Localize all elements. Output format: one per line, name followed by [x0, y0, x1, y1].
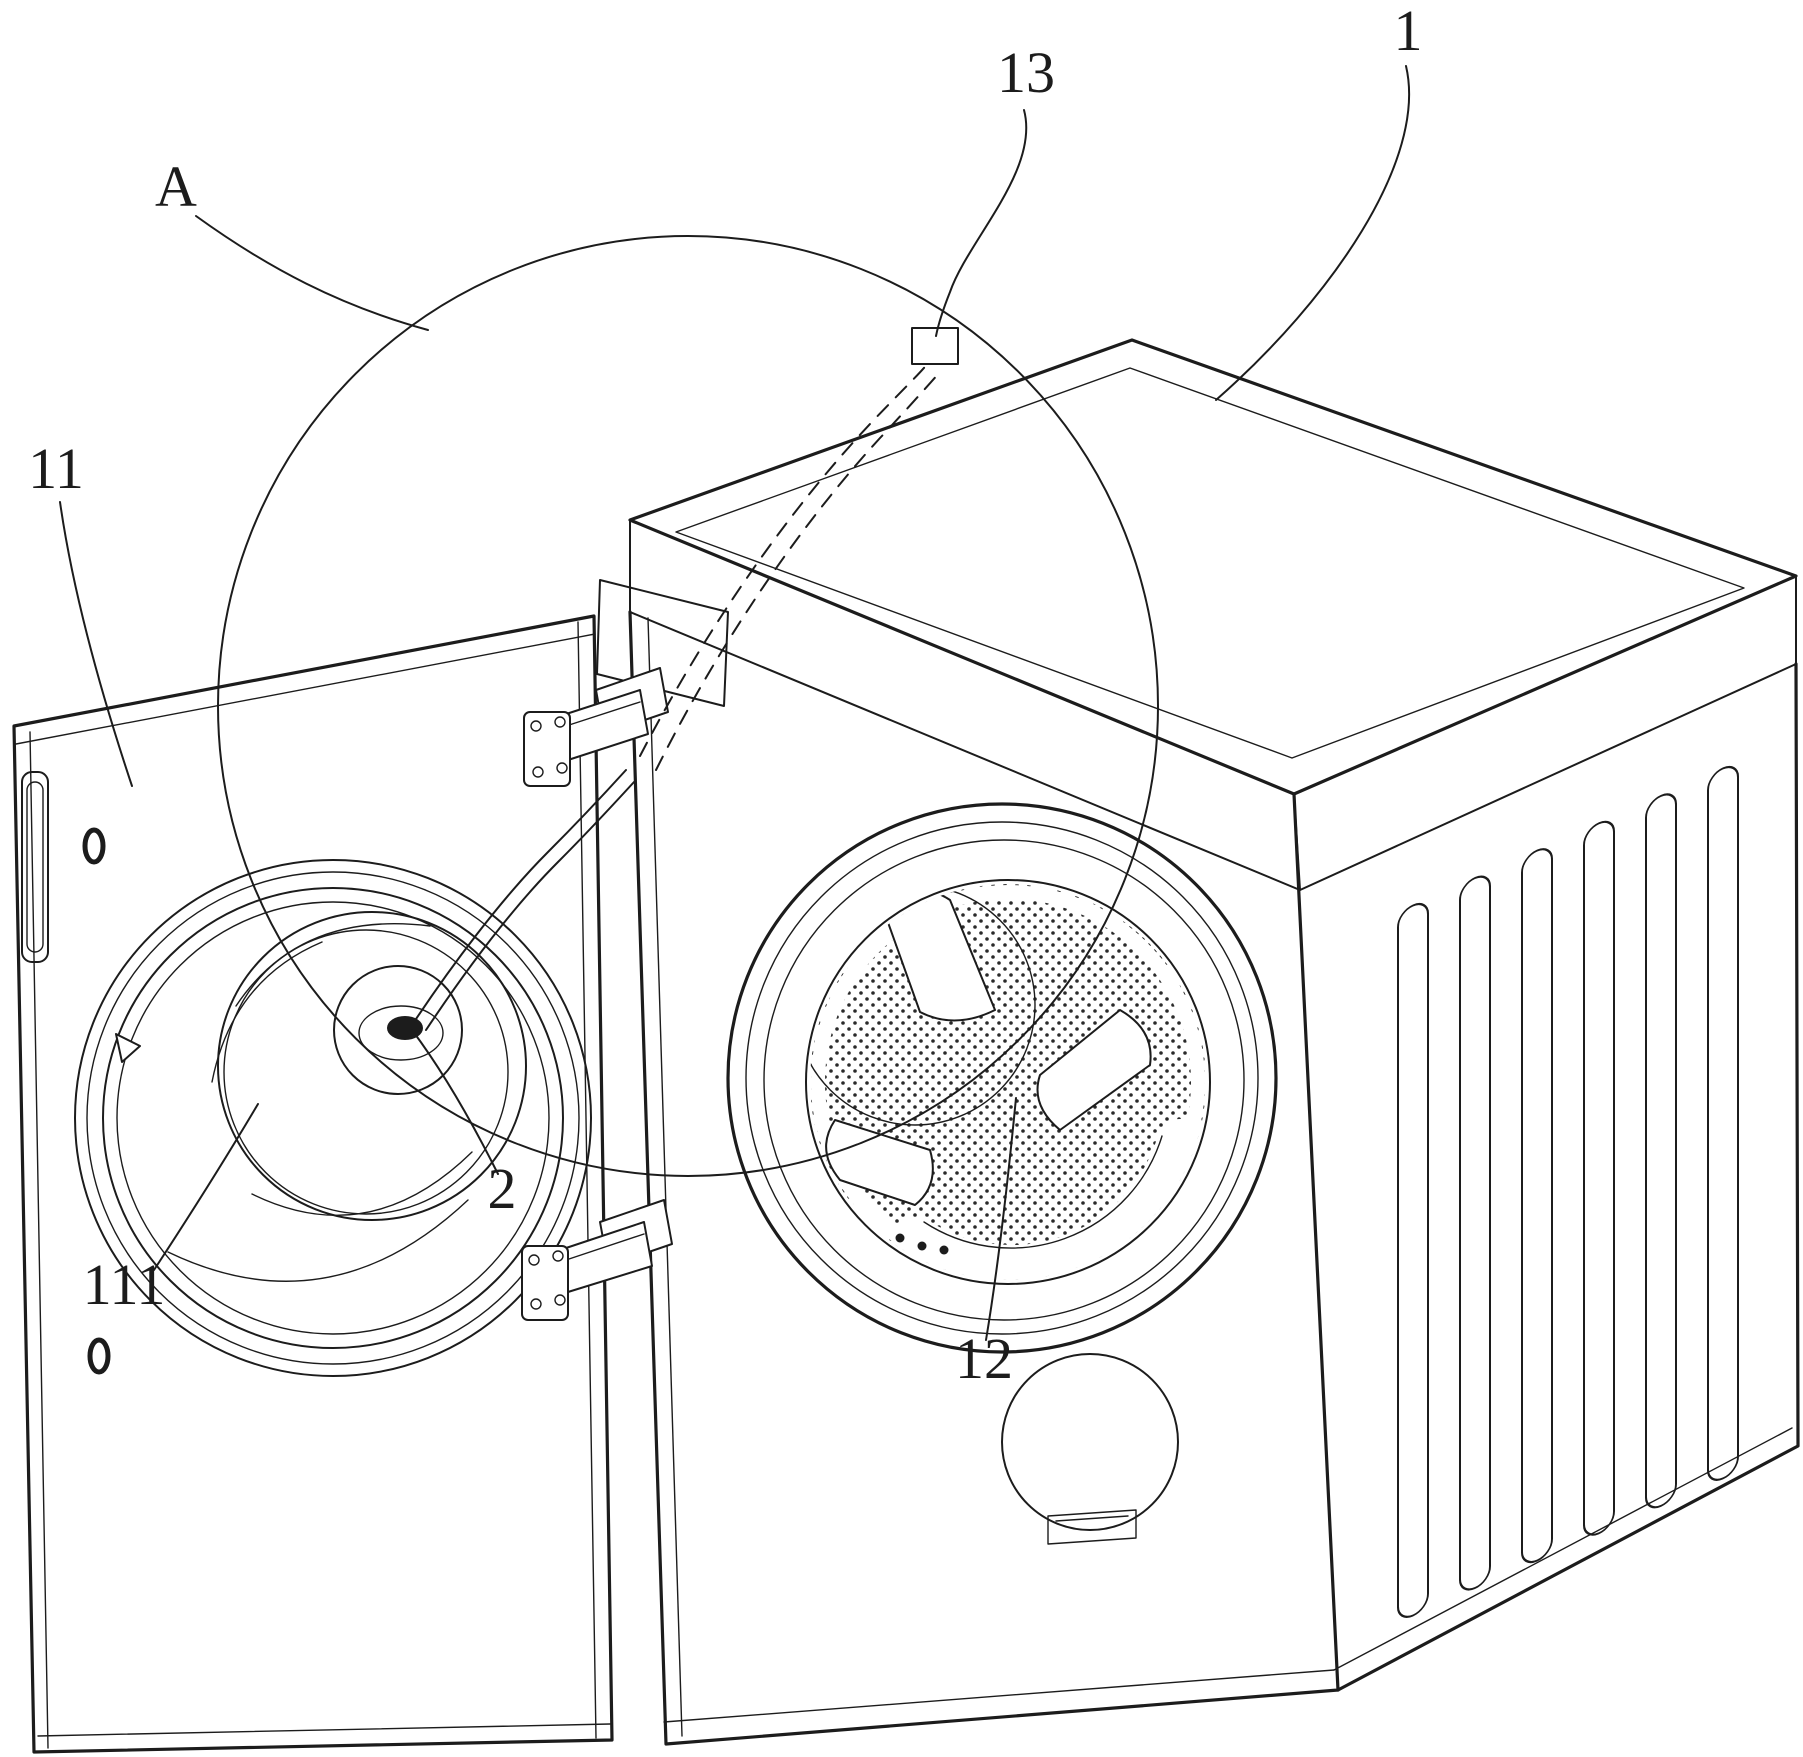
hinge-screw [552, 1250, 564, 1262]
top-panel-right-band [1299, 575, 1797, 891]
reference-labels: A 13 1 11 111 2 12 [28, 0, 1422, 1391]
drum-hole [895, 1233, 905, 1243]
drum-opening-rim [805, 879, 1211, 1285]
door-cable [413, 327, 959, 1031]
door-seal-ring-3 [763, 839, 1245, 1321]
hinge-bottom [521, 1199, 673, 1321]
side-vent-slots [1397, 765, 1739, 1618]
porthole-notch [115, 1033, 141, 1063]
cable-line-2 [425, 781, 635, 1031]
leader-lines [59, 65, 1411, 1341]
door-top-thickness [15, 633, 596, 745]
vent-slot [1397, 902, 1429, 1618]
door-hole-top [82, 827, 106, 865]
hinge-bottom-door-plate [521, 1245, 569, 1321]
label-1: 1 [1394, 0, 1423, 63]
porthole-ring-4 [116, 901, 550, 1335]
hidden-cable-dashed-1 [639, 357, 933, 757]
hinge-bottom-arm-line [565, 1233, 645, 1261]
door-seal-ring-2 [745, 821, 1259, 1335]
door-glass-rim [217, 911, 527, 1221]
door-latch-slot-outer [21, 771, 49, 963]
label-11: 11 [28, 436, 84, 501]
leader-2 [411, 1029, 499, 1175]
hidden-cable-dashed-2 [655, 371, 941, 771]
door-hole-bottom [87, 1337, 111, 1375]
drum-interior [810, 884, 1206, 1280]
service-cover-handle [1047, 1509, 1137, 1545]
side-base-inner-line [1333, 1427, 1793, 1671]
detail-circle-A [217, 235, 1159, 1177]
door-hinge-edge-inner [577, 621, 597, 1739]
door-bottom-thickness [37, 1723, 611, 1737]
hinge-screw [556, 762, 568, 774]
label-A: A [155, 154, 197, 219]
door-glass-bowl-inner [358, 1005, 444, 1061]
porthole-ring-3 [102, 887, 564, 1349]
hinge-top [523, 667, 669, 787]
leader-13 [935, 109, 1028, 337]
glass-reflection-3 [167, 1199, 469, 1282]
leader-12 [985, 1097, 1017, 1341]
drum-lifter-right [1036, 1009, 1152, 1131]
door-glass-bowl [333, 965, 463, 1095]
drum-hole [939, 1245, 949, 1255]
leader-A [195, 215, 429, 331]
top-panel-front-band [629, 519, 1301, 891]
cable-line-1 [413, 769, 627, 1023]
door [12, 614, 614, 1754]
leader-111 [153, 1103, 259, 1271]
door-latch-slot-inner [26, 781, 44, 953]
label-111: 111 [83, 1252, 166, 1317]
front-panel-left-inner-edge [647, 617, 683, 1737]
hinge-screw [554, 1294, 566, 1306]
hinge-screw [554, 716, 566, 728]
drum-front-lip [893, 1119, 1203, 1280]
leader-11 [59, 501, 133, 787]
door-left-thickness [29, 731, 49, 1749]
hinge-screw [532, 766, 544, 778]
top-panel-inset [675, 367, 1745, 759]
porthole-ring-2 [86, 871, 580, 1365]
vent-slot [1521, 848, 1553, 1564]
vent-slot [1459, 875, 1491, 1591]
door-glass-rim-inner [223, 929, 509, 1215]
drum-lip-edge [923, 1135, 1163, 1249]
vent-slot [1707, 765, 1739, 1481]
vent-slot [1645, 793, 1677, 1509]
leader-1 [1215, 65, 1411, 401]
hinge-top-arm-line [565, 701, 641, 727]
hinge-top-door-plate [523, 711, 571, 787]
glass-reflection-1 [235, 923, 431, 1007]
glass-reflection-2 [251, 1151, 473, 1216]
label-12: 12 [955, 1326, 1013, 1391]
door-panel [12, 614, 614, 1754]
drum-lifter-bottom [825, 1119, 934, 1206]
top-panel [628, 338, 1798, 796]
top-sensor [911, 327, 959, 365]
front-panel [628, 610, 1340, 1746]
label-2: 2 [488, 1156, 517, 1221]
vent-slot [1583, 820, 1615, 1536]
front-base-inner-line [663, 1669, 1335, 1723]
door-seal-outer-ring [726, 802, 1278, 1354]
hinge-screw [530, 1298, 542, 1310]
label-13: 13 [997, 40, 1055, 105]
drum-hole [917, 1241, 927, 1251]
cabinet [596, 338, 1800, 1746]
service-cover [1001, 1353, 1179, 1531]
hinge-screw [530, 720, 542, 732]
drum-assembly [726, 802, 1278, 1354]
front-band-recess [596, 579, 729, 707]
hinge-screw [528, 1254, 540, 1266]
porthole-ring-outer [74, 859, 592, 1377]
glass-reflection-4 [211, 941, 323, 1083]
side-panel [1336, 662, 1800, 1692]
